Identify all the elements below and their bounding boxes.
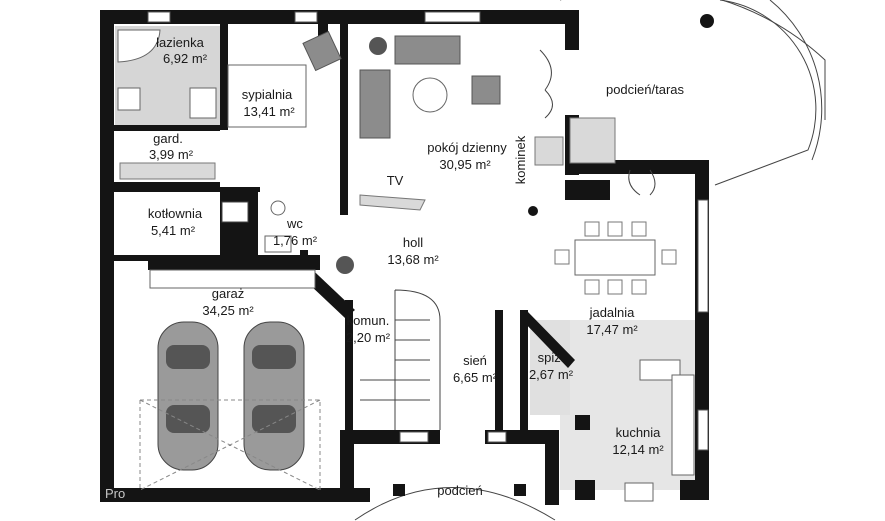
- armchair-bedroom: [302, 30, 342, 72]
- porch-post-left: [393, 484, 405, 496]
- sofa: [394, 35, 461, 65]
- room-area-jadalnia: 17,47 m²: [586, 322, 638, 337]
- room-name-podcien-taras: podcień/taras: [606, 82, 685, 97]
- room-area-gard: 3,99 m²: [149, 147, 194, 162]
- sink: [117, 87, 141, 111]
- terrace-door: [539, 49, 553, 119]
- kitchen-island: [639, 359, 681, 381]
- room-name-gard: gard.: [153, 131, 183, 146]
- room-name-spiz: spiż.: [538, 350, 565, 365]
- sofa-left: [359, 69, 391, 139]
- kominek-label: kominek: [513, 135, 528, 184]
- tv-stand: [359, 194, 426, 211]
- room-area-kotlownia: 5,41 m²: [151, 223, 196, 238]
- wc-toilet: [270, 200, 286, 216]
- room-area-pokoj-dzienny: 30,95 m²: [439, 157, 491, 172]
- dining-table: [574, 239, 656, 276]
- terrace-arc-outer: [560, 0, 826, 120]
- room-area-lazienka: 6,92 m²: [163, 51, 208, 66]
- terrace-arc-inner: [714, 0, 817, 186]
- window-living: [424, 11, 481, 23]
- window-dining: [697, 199, 709, 313]
- room-name-sypialnia: sypialnia: [242, 87, 293, 102]
- room-name-komun: komun.: [347, 313, 390, 328]
- dining-chairs: [554, 221, 677, 295]
- garage-floor: [115, 290, 340, 490]
- room-area-wc: 1,76 m²: [273, 233, 318, 248]
- terrace-arc-2: [769, 0, 823, 161]
- window-entry: [399, 431, 429, 443]
- plant-living: [369, 37, 387, 55]
- coffee-table: [412, 77, 448, 113]
- bathtub: [117, 29, 161, 63]
- window-bath: [147, 11, 171, 23]
- bed: [227, 64, 307, 128]
- room-name-sien: sień: [463, 353, 487, 368]
- watermark: Pro: [105, 486, 125, 501]
- terrace-post: [700, 14, 714, 28]
- armchair: [471, 75, 501, 105]
- fireplace-dot: [528, 206, 538, 216]
- fireplace-chair: [534, 136, 564, 166]
- room-area-komun: 2,20 m²: [346, 330, 391, 345]
- kitchen-counter: [671, 374, 695, 476]
- room-name-holl: holl: [403, 235, 423, 250]
- room-name-jadalnia: jadalnia: [589, 305, 636, 320]
- window-entry-2: [487, 431, 507, 443]
- room-name-pokoj-dzienny: pokój dzienny: [427, 140, 507, 155]
- shower: [189, 87, 217, 119]
- room-name-lazienka: łazienka: [156, 35, 204, 50]
- boiler: [221, 201, 249, 223]
- room-area-sien: 6,65 m²: [453, 370, 498, 385]
- porch-post-right: [514, 484, 526, 496]
- wall-diagonal-kitchen: [522, 312, 575, 368]
- car-left: [157, 321, 219, 471]
- garage-shelf: [149, 269, 316, 289]
- room-area-kuchnia: 12,14 m²: [612, 442, 664, 457]
- room-name-wc: wc: [286, 216, 303, 231]
- room-area-spiz: 2,67 m²: [529, 367, 574, 382]
- stairs: [360, 289, 441, 430]
- window-bedroom: [294, 11, 318, 23]
- garage-door-line: [139, 399, 321, 491]
- room-area-garaz: 34,25 m²: [202, 303, 254, 318]
- room-name-kotlownia: kotłownia: [148, 206, 203, 221]
- window-kitchen: [697, 409, 709, 451]
- room-area-holl: 13,68 m²: [387, 252, 439, 267]
- tv-label: TV: [387, 173, 404, 188]
- plant-hall: [336, 256, 354, 274]
- wc-sink: [264, 235, 292, 253]
- room-area-sypialnia: 13,41 m²: [243, 104, 295, 119]
- room-name-podcien: podcień: [437, 483, 483, 498]
- wardrobe: [119, 162, 216, 180]
- room-name-garaz: garaż: [212, 286, 245, 301]
- car-right: [243, 321, 305, 471]
- terrace-door-2: [628, 169, 656, 196]
- entry-arc: [354, 487, 556, 521]
- kitchen-sink: [624, 482, 654, 502]
- fireplace: [569, 117, 616, 164]
- room-name-kuchnia: kuchnia: [616, 425, 662, 440]
